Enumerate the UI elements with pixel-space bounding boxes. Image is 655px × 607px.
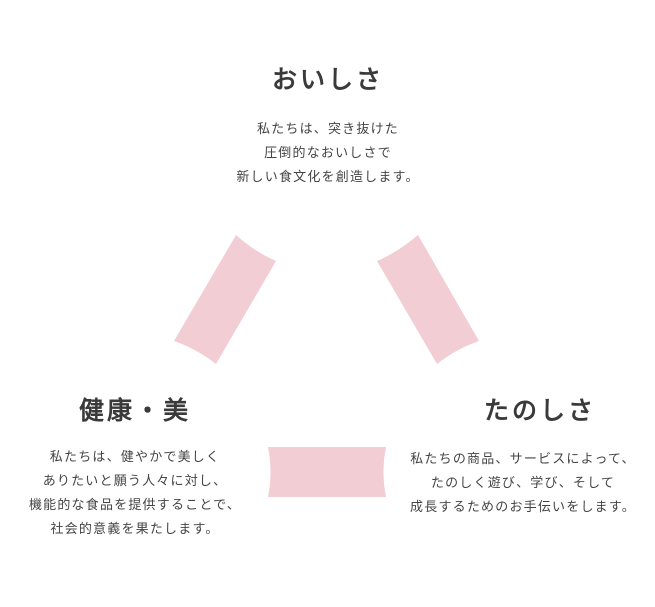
heading-kenko-bi: 健康・美 (78, 396, 191, 425)
connector-bottom (268, 447, 386, 497)
description-line: ありたいと願う人々に対し、 (42, 474, 228, 489)
heading-oishisa: おいしさ (271, 65, 384, 94)
description-oishisa: 私たちは、突き抜けた 圧倒的なおいしさで 新しい食文化を創造します。 (178, 118, 478, 190)
heading-tanoshisa: たのしさ (483, 396, 596, 425)
description-line: 機能的な食品を提供することで、 (28, 498, 242, 513)
description-line: たのしく遊び、学び、そして (430, 476, 616, 491)
description-kenko-bi: 私たちは、健やかで美しく ありたいと願う人々に対し、 機能的な食品を提供すること… (15, 446, 255, 542)
connector-right (377, 235, 479, 364)
description-line: 社会的意義を果たします。 (50, 522, 220, 537)
connector-left (174, 235, 276, 364)
description-line: 私たちは、健やかで美しく (49, 450, 221, 465)
description-line: 私たちの商品、サービスによって、 (410, 452, 636, 467)
description-line: 圧倒的なおいしさで (264, 146, 392, 161)
description-line: 私たちは、突き抜けた (256, 122, 399, 137)
description-line: 成長するためのお手伝いをします。 (410, 500, 636, 515)
description-line: 新しい食文化を創造します。 (236, 170, 420, 185)
description-tanoshisa: 私たちの商品、サービスによって、 たのしく遊び、学び、そして 成長するためのお手… (398, 448, 648, 520)
